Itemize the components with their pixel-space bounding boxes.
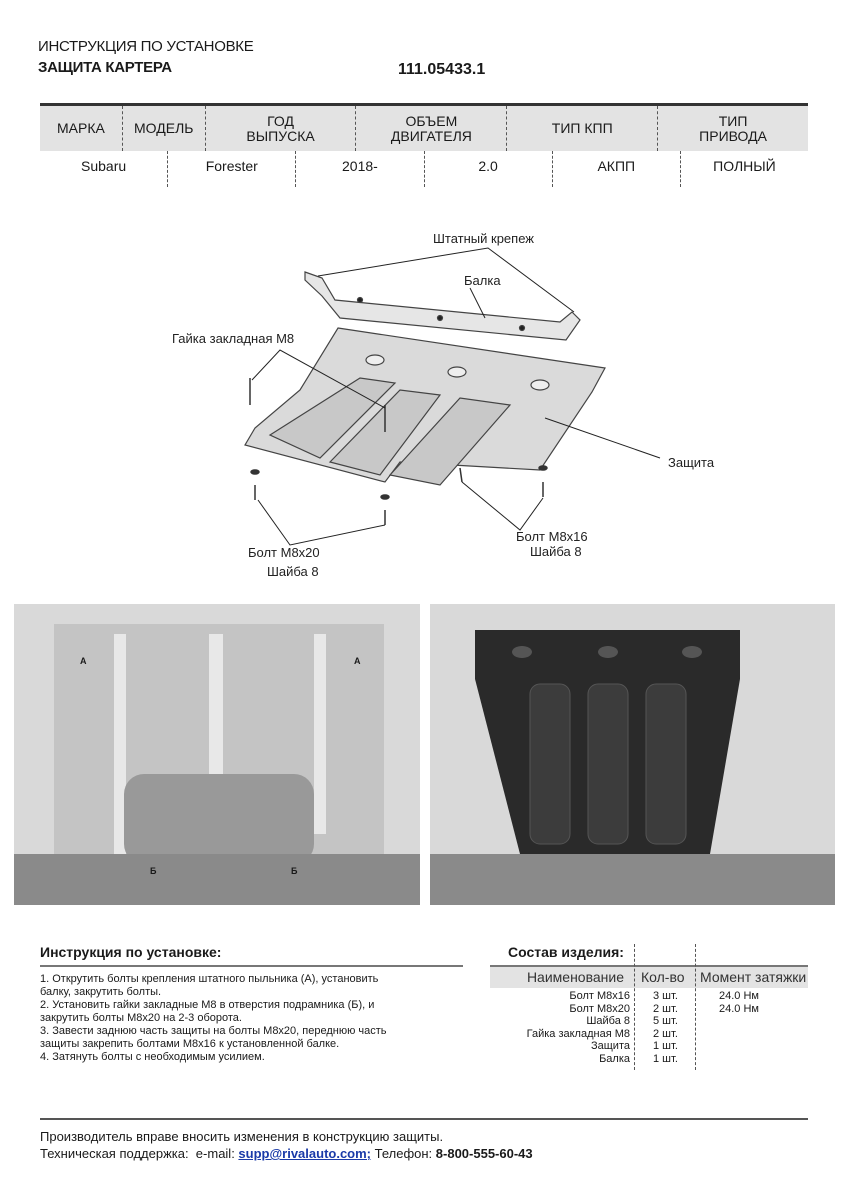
spec-header-cell: ТИП ПРИВОДА [699, 112, 767, 144]
label-fasteners: Штатный крепеж [433, 231, 534, 246]
spec-header-cell: МАРКА [40, 106, 123, 151]
photo-after [430, 604, 835, 905]
spec-value-cell: Forester [168, 151, 297, 187]
change-notice: Производитель вправе вносить изменения в… [40, 1129, 444, 1144]
doc-type: ИНСТРУКЦИЯ ПО УСТАНОВКЕ [38, 38, 254, 55]
product-title: ЗАЩИТА КАРТЕРА [38, 59, 172, 76]
label-beam: Балка [464, 273, 501, 288]
spec-value-cell: 2018- [296, 151, 425, 187]
column-divider [695, 944, 696, 1070]
label-guard: Защита [668, 455, 715, 470]
composition-torque: 24.0 Нм [719, 1002, 759, 1015]
spec-header-cell: МОДЕЛЬ [123, 106, 206, 151]
label-bolt-m8x16: Болт М8х16 [516, 529, 588, 544]
marker-a-right: А [354, 656, 361, 666]
composition-qty: 2 шт. [653, 1027, 678, 1040]
composition-qty: 5 шт. [653, 1015, 678, 1027]
col-name: Наименование [526, 969, 624, 985]
composition-name: Гайка закладная М8 [526, 1027, 630, 1040]
composition-qty: 2 шт. [653, 1002, 678, 1015]
instructions-list: 1. Открутить болты крепления штатного пы… [40, 973, 480, 1064]
bolts-drawing [249, 378, 548, 525]
col-torque: Момент затяжки [700, 969, 807, 985]
instruction-step: 3. Завести заднюю часть защиты на болты … [40, 1025, 387, 1050]
instruction-step: 4. Затянуть болты с необходимым усилием. [40, 1051, 265, 1063]
column-divider [634, 944, 635, 1070]
label-washer-right: Шайба 8 [530, 544, 582, 559]
spec-value-cell: АКПП [553, 151, 681, 187]
composition-name: Болт М8х20 [569, 1002, 630, 1015]
label-washer-left: Шайба 8 [267, 564, 319, 579]
divider [40, 1118, 808, 1120]
guard-drawing [244, 327, 606, 486]
spec-header-cell: ГОД ВЫПУСКА [206, 106, 357, 151]
col-qty: Кол-во [641, 969, 685, 985]
support-label: Техническая поддержка: e-mail: [40, 1146, 239, 1161]
instruction-step: 1. Открутить болты крепления штатного пы… [40, 973, 379, 998]
support-phone: 8-800-555-60-43 [435, 1146, 533, 1161]
composition-qty: 1 шт. [653, 1052, 678, 1065]
instructions-title: Инструкция по установке: [40, 944, 222, 960]
exploded-diagram [244, 247, 661, 546]
marker-b-right: Б [291, 866, 298, 876]
leader-lines [251, 247, 661, 546]
marker-b-left: Б [150, 866, 157, 876]
label-nut: Гайка закладная М8 [172, 331, 295, 346]
divider [490, 965, 808, 967]
support-email-link[interactable]: supp@rivalauto.com; [238, 1146, 372, 1161]
spec-value-cell: 2.0 [425, 151, 553, 187]
composition-qty: 1 шт. [653, 1040, 678, 1052]
support-line: Техническая поддержка: e-mail: supp@riva… [40, 1146, 533, 1161]
divider [40, 965, 463, 967]
instruction-step: 2. Установить гайки закладные М8 в отвер… [40, 999, 375, 1024]
spec-value-cell: ПОЛНЫЙ [713, 158, 776, 174]
composition-name: Болт М8х16 [569, 990, 630, 1002]
spec-value-cell: Subaru [40, 151, 169, 187]
phone-label: Телефон: [371, 1146, 436, 1161]
composition-torque: 24.0 Нм [719, 990, 759, 1002]
label-bolt-m8x20: Болт М8х20 [248, 545, 320, 560]
photo-before: А А Б Б [14, 604, 420, 905]
composition-name: Шайба 8 [586, 1015, 630, 1027]
beam-drawing [304, 271, 581, 341]
composition-title: Состав изделия: [508, 944, 624, 960]
composition-header: Наименование Кол-во Момент затяжки [490, 967, 808, 988]
composition-qty: 3 шт. [653, 990, 678, 1002]
article-number: 111.05433.1 [398, 61, 486, 78]
composition-name: Балка [599, 1052, 630, 1065]
composition-name: Защита [591, 1040, 630, 1052]
spec-header-cell: ОБЪЕМ ДВИГАТЕЛЯ [356, 106, 508, 151]
spec-header-cell: ТИП КПП [507, 106, 659, 151]
marker-a-left: А [80, 656, 87, 666]
